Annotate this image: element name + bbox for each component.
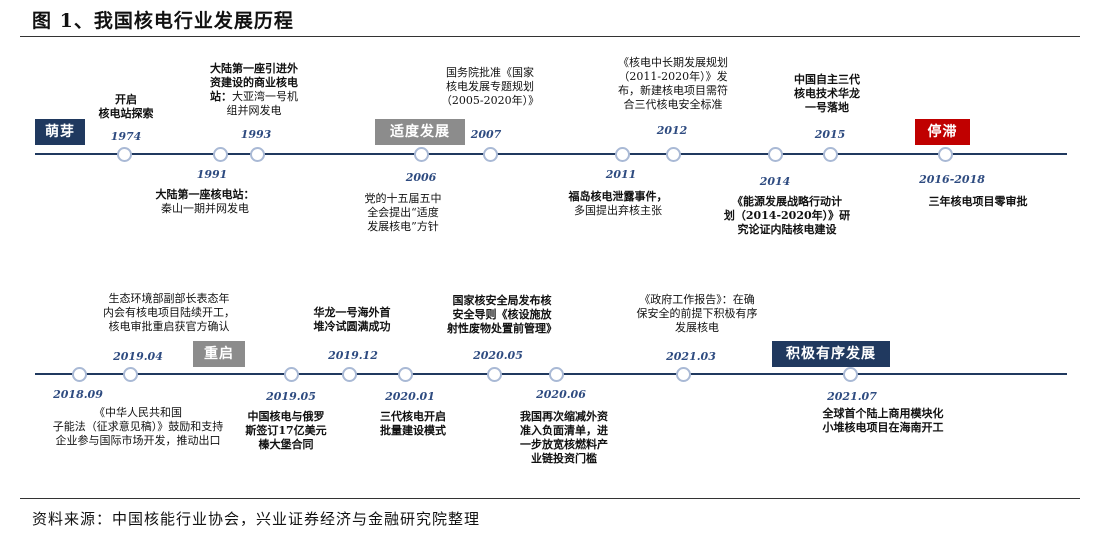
figure-title: 图 1、我国核电行业发展历程 <box>32 10 294 32</box>
year-label: 1993 <box>240 128 272 141</box>
timeline-dot <box>823 147 838 162</box>
year-label: 2011 <box>605 168 637 181</box>
event-note: 华龙一号海外首 堆冷试圆满成功 <box>313 306 391 333</box>
stage-label-mengya: 萌芽 <box>35 119 85 145</box>
year-label: 1974 <box>110 130 142 143</box>
timeline-dot <box>487 367 502 382</box>
event-note: 国家核安全局发布核 安全导则《核设施放 射性废物处置前管理》 <box>447 294 557 335</box>
event-note: 中国自主三代 核电技术华龙 一号落地 <box>794 73 860 114</box>
event-note: 大陆第一座核电站： 秦山一期并网发电 <box>155 188 255 215</box>
year-label: 2021.07 <box>827 390 877 403</box>
year-label: 2020.05 <box>473 349 523 362</box>
source-divider <box>20 498 1080 499</box>
year-label: 2015 <box>814 128 846 141</box>
timeline-dot <box>213 147 228 162</box>
year-label: 2019.04 <box>113 350 163 363</box>
year-label: 2007 <box>470 128 502 141</box>
stage-label-tingzhi: 停滞 <box>915 119 970 145</box>
event-note: 全球首个陆上商用模块化 小堆核电项目在海南开工 <box>822 407 944 434</box>
timeline-dot <box>123 367 138 382</box>
event-note: 《政府工作报告》：在确 保安全的前提下积极有序 发展核电 <box>636 293 758 334</box>
event-note: 《核电中长期发展规划 （2011-2020年）》发 布，新建核电项目需符 合三代… <box>618 56 728 111</box>
timeline-dot <box>938 147 953 162</box>
year-label: 2020.01 <box>385 390 435 403</box>
title-divider <box>20 36 1080 37</box>
timeline-dot <box>342 367 357 382</box>
stage-label-jiji: 积极有序发展 <box>772 341 890 367</box>
year-label: 2006 <box>405 171 437 184</box>
event-note: 党的十五届五中 全会提出“适度 发展核电”方针 <box>364 192 442 233</box>
year-label: 2016-2018 <box>919 173 985 186</box>
event-note: 我国再次缩减外资 准入负面清单，进 一步放宽核燃料产 业链投资门槛 <box>520 410 608 465</box>
event-note: 国务院批准《国家 核电发展专题规划 （2005-2020年）》 <box>440 66 540 107</box>
year-label: 2019.12 <box>328 349 378 362</box>
year-label: 2020.06 <box>536 388 586 401</box>
timeline-dot <box>414 147 429 162</box>
year-label: 2012 <box>656 124 688 137</box>
timeline-dot <box>615 147 630 162</box>
timeline-dot <box>483 147 498 162</box>
event-note: 三代核电开启 批量建设模式 <box>380 410 446 437</box>
timeline-axis-top <box>35 153 1067 155</box>
year-label: 1991 <box>196 168 228 181</box>
timeline-dot <box>676 367 691 382</box>
event-note: 福岛核电泄露事件， 多国提出弃核主张 <box>568 190 668 217</box>
event-note: 中国核电与俄罗 斯签订17亿美元 榛大堡合同 <box>245 410 327 451</box>
year-label: 2021.03 <box>666 350 716 363</box>
source-note: 资料来源：中国核能行业协会，兴业证券经济与金融研究院整理 <box>32 510 481 528</box>
event-note: 三年核电项目零审批 <box>928 195 1028 208</box>
timeline-dot <box>768 147 783 162</box>
timeline-dot <box>843 367 858 382</box>
event-note: 大陆第一座引进外 资建设的商业核电 站：大亚湾一号机 组并网发电 <box>210 62 298 117</box>
timeline-dot <box>398 367 413 382</box>
timeline-dot <box>284 367 299 382</box>
event-note: 《中华人民共和国 子能法（征求意见稿）》鼓励和支持 企业参与国际市场开发，推动出… <box>52 406 224 447</box>
event-note: 《能源发展战略行动计 划（2014-2020年）》研 究论证内陆核电建设 <box>723 195 851 236</box>
timeline-dot <box>117 147 132 162</box>
year-label: 2019.05 <box>266 390 316 403</box>
event-note: 生态环境部副部长表态年 内会有核电项目陆续开工， 核电审批重启获官方确认 <box>103 292 235 333</box>
timeline-dot <box>549 367 564 382</box>
year-label: 2018.09 <box>53 388 103 401</box>
event-note: 开启 核电站探索 <box>98 93 154 120</box>
timeline-dot <box>666 147 681 162</box>
timeline-dot <box>72 367 87 382</box>
year-label: 2014 <box>759 175 791 188</box>
stage-label-shidu: 适度发展 <box>375 119 465 145</box>
stage-label-chongqi: 重启 <box>193 341 245 367</box>
timeline-dot <box>250 147 265 162</box>
